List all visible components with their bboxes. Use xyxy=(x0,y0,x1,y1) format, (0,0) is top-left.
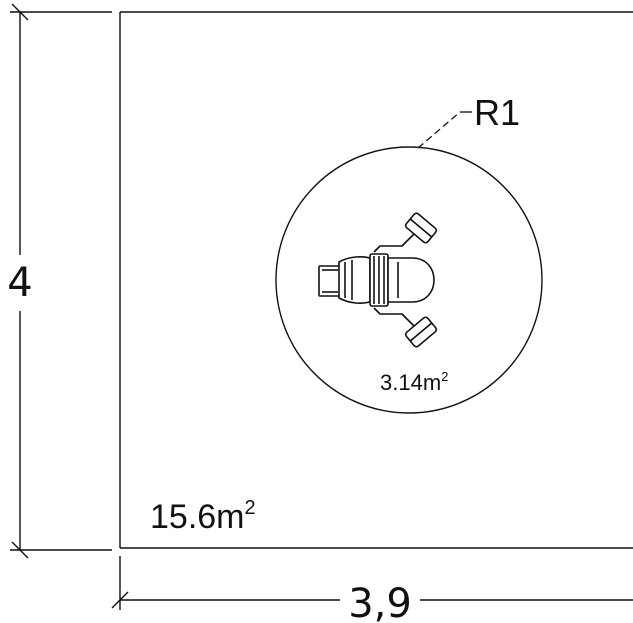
wheelchair-frame-bottom xyxy=(373,307,415,327)
width-dimension-tick-left xyxy=(111,591,129,609)
circle-name-label: R1 xyxy=(474,92,520,133)
height-label-mask xyxy=(4,255,36,311)
circle-area-superscript: 2 xyxy=(441,369,448,384)
room-walls xyxy=(119,11,633,549)
room-area-superscript: 2 xyxy=(245,497,256,519)
room-area-value: 15.6m xyxy=(150,498,245,536)
wheelchair-wheel-bottom xyxy=(404,316,438,348)
room-area-label: 15.6m2 xyxy=(150,497,256,536)
wheelchair-legs xyxy=(338,256,371,304)
circle-leader xyxy=(417,111,472,149)
circle-area-label: 3.14m2 xyxy=(380,369,448,395)
wheelchair-topview-icon xyxy=(318,212,438,348)
width-label: 3,9 xyxy=(348,581,412,623)
wheelchair-frame-top xyxy=(373,233,415,253)
circle-area-value: 3.14m xyxy=(380,370,441,395)
width-label-mask xyxy=(340,578,420,622)
wheelchair-backrest xyxy=(387,257,435,303)
wheelchair-wheel-top xyxy=(404,212,438,244)
circle-leader-line xyxy=(417,111,461,149)
turning-circle xyxy=(275,146,543,414)
height-label: 4 xyxy=(7,260,32,306)
